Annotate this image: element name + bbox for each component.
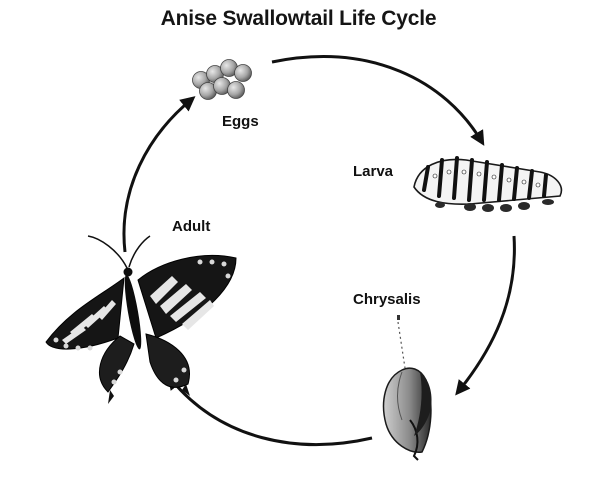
- arrow-larva-to-chrysalis: [455, 235, 516, 396]
- label-eggs: Eggs: [222, 113, 259, 130]
- arrow-adult-to-eggs: [122, 96, 196, 253]
- label-adult: Adult: [172, 218, 211, 235]
- arrow-eggs-to-larva: [271, 55, 485, 146]
- arrow-chrysalis-to-adult: [167, 374, 373, 447]
- label-larva: Larva: [353, 163, 394, 180]
- chrysalis-icon: [382, 315, 432, 461]
- label-chrysalis: Chrysalis: [353, 291, 421, 308]
- caterpillar-icon: [413, 156, 563, 212]
- cycle-arrows: [122, 55, 516, 447]
- butterfly-icon: [45, 235, 237, 404]
- diagram-title: Anise Swallowtail Life Cycle: [160, 7, 437, 30]
- eggs-icon: [192, 59, 252, 100]
